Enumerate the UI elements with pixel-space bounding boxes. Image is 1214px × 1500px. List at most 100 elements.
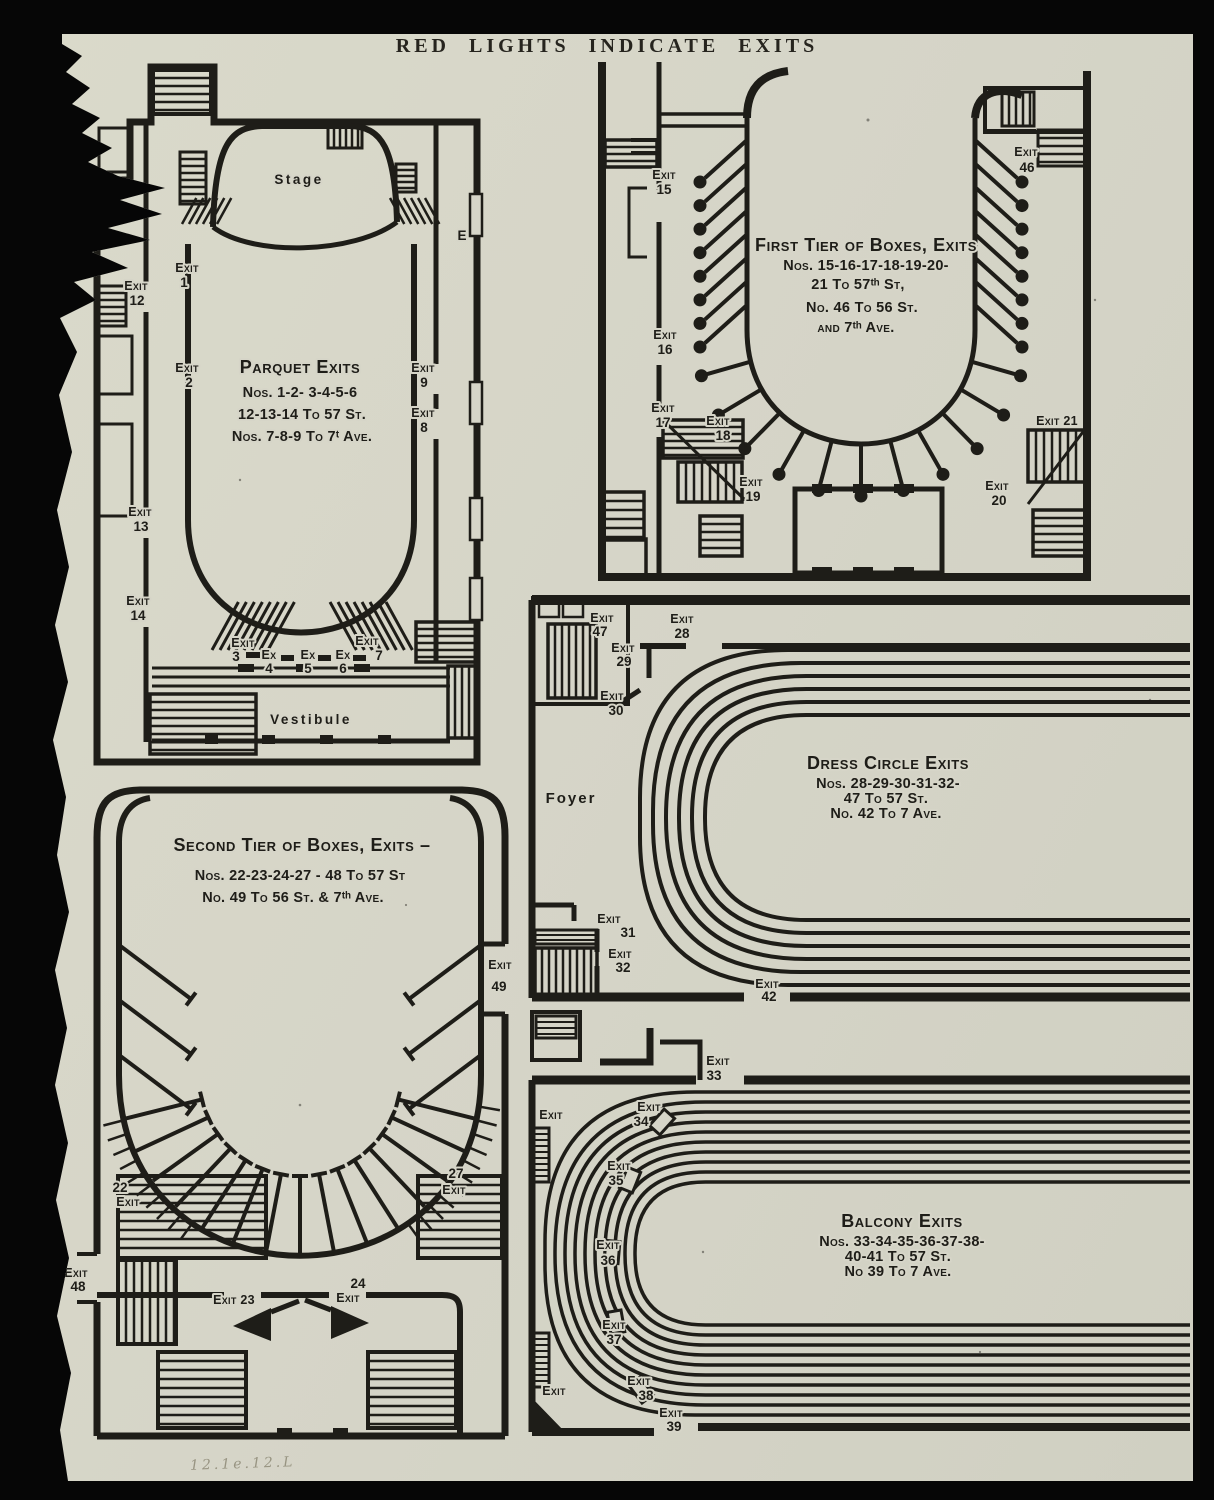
label-exit-24-num: 24: [350, 1276, 366, 1291]
door-swings: [233, 1297, 369, 1341]
hatch-block: [533, 928, 599, 946]
second-tier-line-1: Nos. 22-23-24-27 - 48 To 57 St: [195, 868, 406, 884]
label-exit-32: Exit: [608, 947, 632, 961]
balcony-line-2: 40-41 To 57 St.: [845, 1249, 951, 1265]
hatch-block: [533, 946, 599, 998]
label-exit-37-num: 37: [606, 1332, 621, 1347]
label-exit-14-num: 14: [130, 608, 146, 623]
label-exit-16: Exit: [653, 328, 677, 342]
label-exit-15: Exit: [652, 168, 676, 182]
door-recesses: [468, 192, 484, 622]
balcony-walls: [528, 1010, 1190, 1436]
box-partitions: [402, 943, 483, 1117]
hatch-block: [698, 514, 744, 558]
label-exit-13-num: 13: [133, 519, 149, 534]
hatch-block: [1026, 428, 1087, 484]
parquet-line-2: 12-13-14 To 57 St.: [238, 407, 366, 423]
first-tier-line-4: and 7ᵗʰ Ave.: [817, 320, 894, 336]
parquet-line-3: Nos. 7-8-9 To 7ᵗ Ave.: [232, 429, 372, 445]
label-exit-4-num: 4: [265, 661, 273, 676]
label-exit-28-num: 28: [674, 626, 690, 641]
parquet-title: Parquet Exits: [240, 357, 361, 377]
hatch-block: [116, 1174, 268, 1260]
label-exit-32-num: 32: [615, 960, 630, 975]
dress-circle-line-3: No. 42 To 7 Ave.: [830, 806, 941, 822]
hatch-block: [600, 490, 646, 542]
hatch-block: [414, 620, 478, 664]
dress-circle-title: Dress Circle Exits: [807, 753, 969, 773]
label-exit-42: Exit: [755, 977, 779, 991]
label-exit-24: Exit: [336, 1291, 360, 1305]
hatch-block: [446, 664, 478, 740]
plan-dress-circle: Dress Circle Exits Nos. 28-29-30-31-32- …: [528, 595, 1190, 1006]
label-exit-47-num: 47: [592, 624, 607, 639]
label-exit-12-num: 12: [129, 293, 144, 308]
label-exit-27: Exit: [442, 1183, 466, 1197]
first-tier-line-2: 21 To 57ᵗʰ St,: [811, 277, 904, 293]
hatch-block: [180, 197, 233, 225]
label-exit-8: Exit: [411, 406, 435, 420]
box-partitions: [117, 943, 198, 1117]
label-exit-16-num: 16: [657, 342, 673, 357]
label-exit-20: Exit: [985, 479, 1009, 493]
label-exit-12: Exit: [124, 279, 148, 293]
foyer-label: Foyer: [546, 790, 597, 807]
stage-label: Stage: [274, 172, 323, 187]
label-exit-3-num: 3: [232, 649, 240, 664]
balcony-line-1: Nos. 33-34-35-36-37-38-: [819, 1234, 985, 1250]
label-exit-30: Exit: [600, 689, 624, 703]
second-tier-line-2: No. 49 To 56 St. & 7ᵗʰ Ave.: [202, 890, 384, 906]
hatch-block: [676, 460, 744, 504]
dress-circle-walls: [528, 595, 1190, 1002]
label-exit-42-num: 42: [761, 989, 776, 1004]
plan-first-tier: First Tier of Boxes, Exits Nos. 15-16-17…: [598, 62, 1091, 581]
hatch-block: [1031, 508, 1087, 558]
balcony-line-3: No 39 To 7 Ave.: [845, 1264, 952, 1280]
label-exit-47: Exit: [590, 611, 614, 625]
box-partitions: [973, 138, 1029, 354]
label-exit-23: Exit 23: [213, 1293, 255, 1307]
label-exit-18: Exit: [706, 414, 730, 428]
label-exit-31-num: 31: [620, 925, 636, 940]
label-exit-30-num: 30: [608, 703, 623, 718]
label-exit-18-num: 18: [715, 428, 731, 443]
label-exit-8-num: 8: [420, 420, 428, 435]
parquet-decoration: [94, 68, 478, 756]
label-exit-15-num: 15: [656, 182, 672, 197]
hatch-block: [394, 162, 418, 194]
hatch-block: [116, 1258, 178, 1346]
hatch-block: [94, 422, 134, 518]
hatch-block: [366, 1350, 458, 1430]
plan-second-tier: Second Tier of Boxes, Exits – Nos. 22-23…: [62, 786, 514, 1440]
box-partitions: [123, 1091, 477, 1256]
balcony-labels: Balcony Exits Nos. 33-34-35-36-37-38- 40…: [537, 1052, 986, 1436]
vestibule-label: Vestibule: [270, 712, 352, 727]
label-exit-35-num: 35: [608, 1173, 624, 1188]
label-exit-6: Ex: [336, 648, 351, 662]
label-exit-2-num: 2: [185, 375, 193, 390]
second-tier-title: Second Tier of Boxes, Exits –: [173, 835, 430, 855]
seating-curves: [638, 648, 1190, 987]
label-exit-wall-2: Exit: [542, 1384, 566, 1398]
label-exit-37: Exit: [602, 1318, 626, 1332]
label-exit-9-num: 9: [420, 375, 428, 390]
label-exit-19-num: 19: [745, 489, 760, 504]
label-exit-36-num: 36: [600, 1253, 616, 1268]
label-exit-19: Exit: [739, 475, 763, 489]
hatch-block: [94, 284, 128, 328]
label-exit-28: Exit: [670, 612, 694, 626]
label-exit-7: Exit: [355, 634, 379, 648]
label-exit-34: Exit: [637, 1100, 661, 1114]
label-exit-4: Ex: [262, 648, 277, 662]
label-exit-22: Exit: [116, 1195, 140, 1209]
hatch-block: [546, 622, 598, 700]
balcony-title: Balcony Exits: [841, 1211, 963, 1231]
hatch-block: [531, 1331, 551, 1389]
hatch-block: [178, 150, 208, 206]
hatch-block: [94, 334, 134, 396]
first-tier-line-1: Nos. 15-16-17-18-19-20-: [783, 258, 949, 274]
hatch-block: [148, 692, 258, 756]
